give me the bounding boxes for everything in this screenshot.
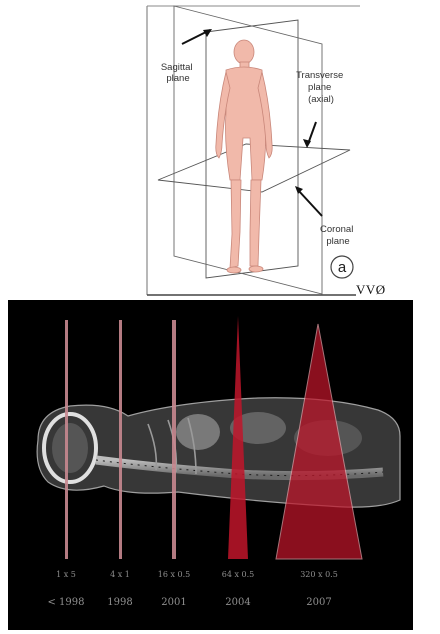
panel-letter: a bbox=[338, 259, 347, 276]
human-figure bbox=[216, 40, 272, 273]
config-label-2: 4 x 1 bbox=[110, 570, 130, 579]
config-labels: 1 x 5 4 x 1 16 x 0.5 64 x 0.5 320 x 0.5 bbox=[56, 570, 338, 579]
beam-4x1 bbox=[119, 320, 122, 559]
year-label-2: 1998 bbox=[107, 597, 132, 608]
coronal-label: Coronal plane bbox=[320, 224, 356, 247]
year-labels: < 1998 1998 2001 2004 2007 bbox=[47, 597, 331, 608]
year-label-1: < 1998 bbox=[47, 597, 84, 608]
config-label-3: 16 x 0.5 bbox=[158, 570, 191, 579]
config-label-4: 64 x 0.5 bbox=[222, 570, 255, 579]
year-label-5: 2007 bbox=[306, 597, 331, 608]
stray-text: VVØ bbox=[356, 282, 386, 298]
planes-diagram: Sagittal plane Transverse plane (axial) … bbox=[146, 4, 362, 296]
year-label-3: 2001 bbox=[161, 597, 186, 608]
config-label-1: 1 x 5 bbox=[56, 570, 76, 579]
transverse-label: Transverse plane (axial) bbox=[296, 70, 346, 105]
ct-coverage-figure: 1 x 5 4 x 1 16 x 0.5 64 x 0.5 320 x 0.5 … bbox=[8, 300, 413, 630]
planes-figure: Sagittal plane Transverse plane (axial) … bbox=[146, 4, 362, 296]
coronal-arrow bbox=[298, 190, 322, 216]
beam-1x5 bbox=[65, 320, 68, 559]
sagittal-label: Sagittal plane bbox=[161, 62, 195, 84]
ct-coverage-diagram: 1 x 5 4 x 1 16 x 0.5 64 x 0.5 320 x 0.5 … bbox=[8, 300, 413, 630]
config-label-5: 320 x 0.5 bbox=[300, 570, 338, 579]
year-label-4: 2004 bbox=[225, 597, 250, 608]
beam-16x05 bbox=[172, 320, 176, 559]
